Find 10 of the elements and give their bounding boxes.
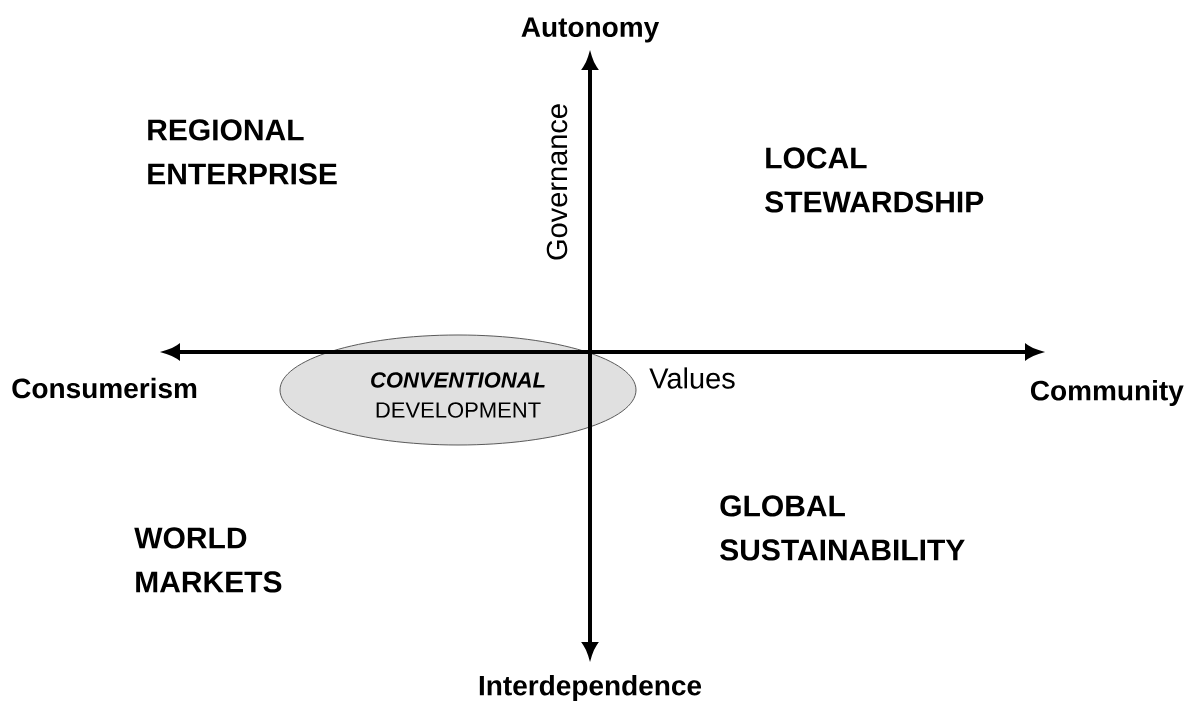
axis-label: Interdependence [479, 674, 702, 702]
axis-label: Consumerism [12, 377, 197, 399]
axis-label: Autonomy [521, 17, 660, 43]
ellipse-node: CONVENTIONAL DEVELOPMENT [279, 334, 637, 446]
quadrant-label: GLOBAL SUSTAINABILITY [720, 495, 965, 561]
axis-title: Governance [546, 104, 568, 260]
quadrant-label: REGIONAL ENTERPRISE [148, 119, 337, 185]
axis-label: Community [1030, 379, 1184, 407]
quadrant-label: LOCAL STEWARDSHIP [765, 147, 984, 213]
quadrant-label: WORLD MARKETS [134, 527, 282, 593]
